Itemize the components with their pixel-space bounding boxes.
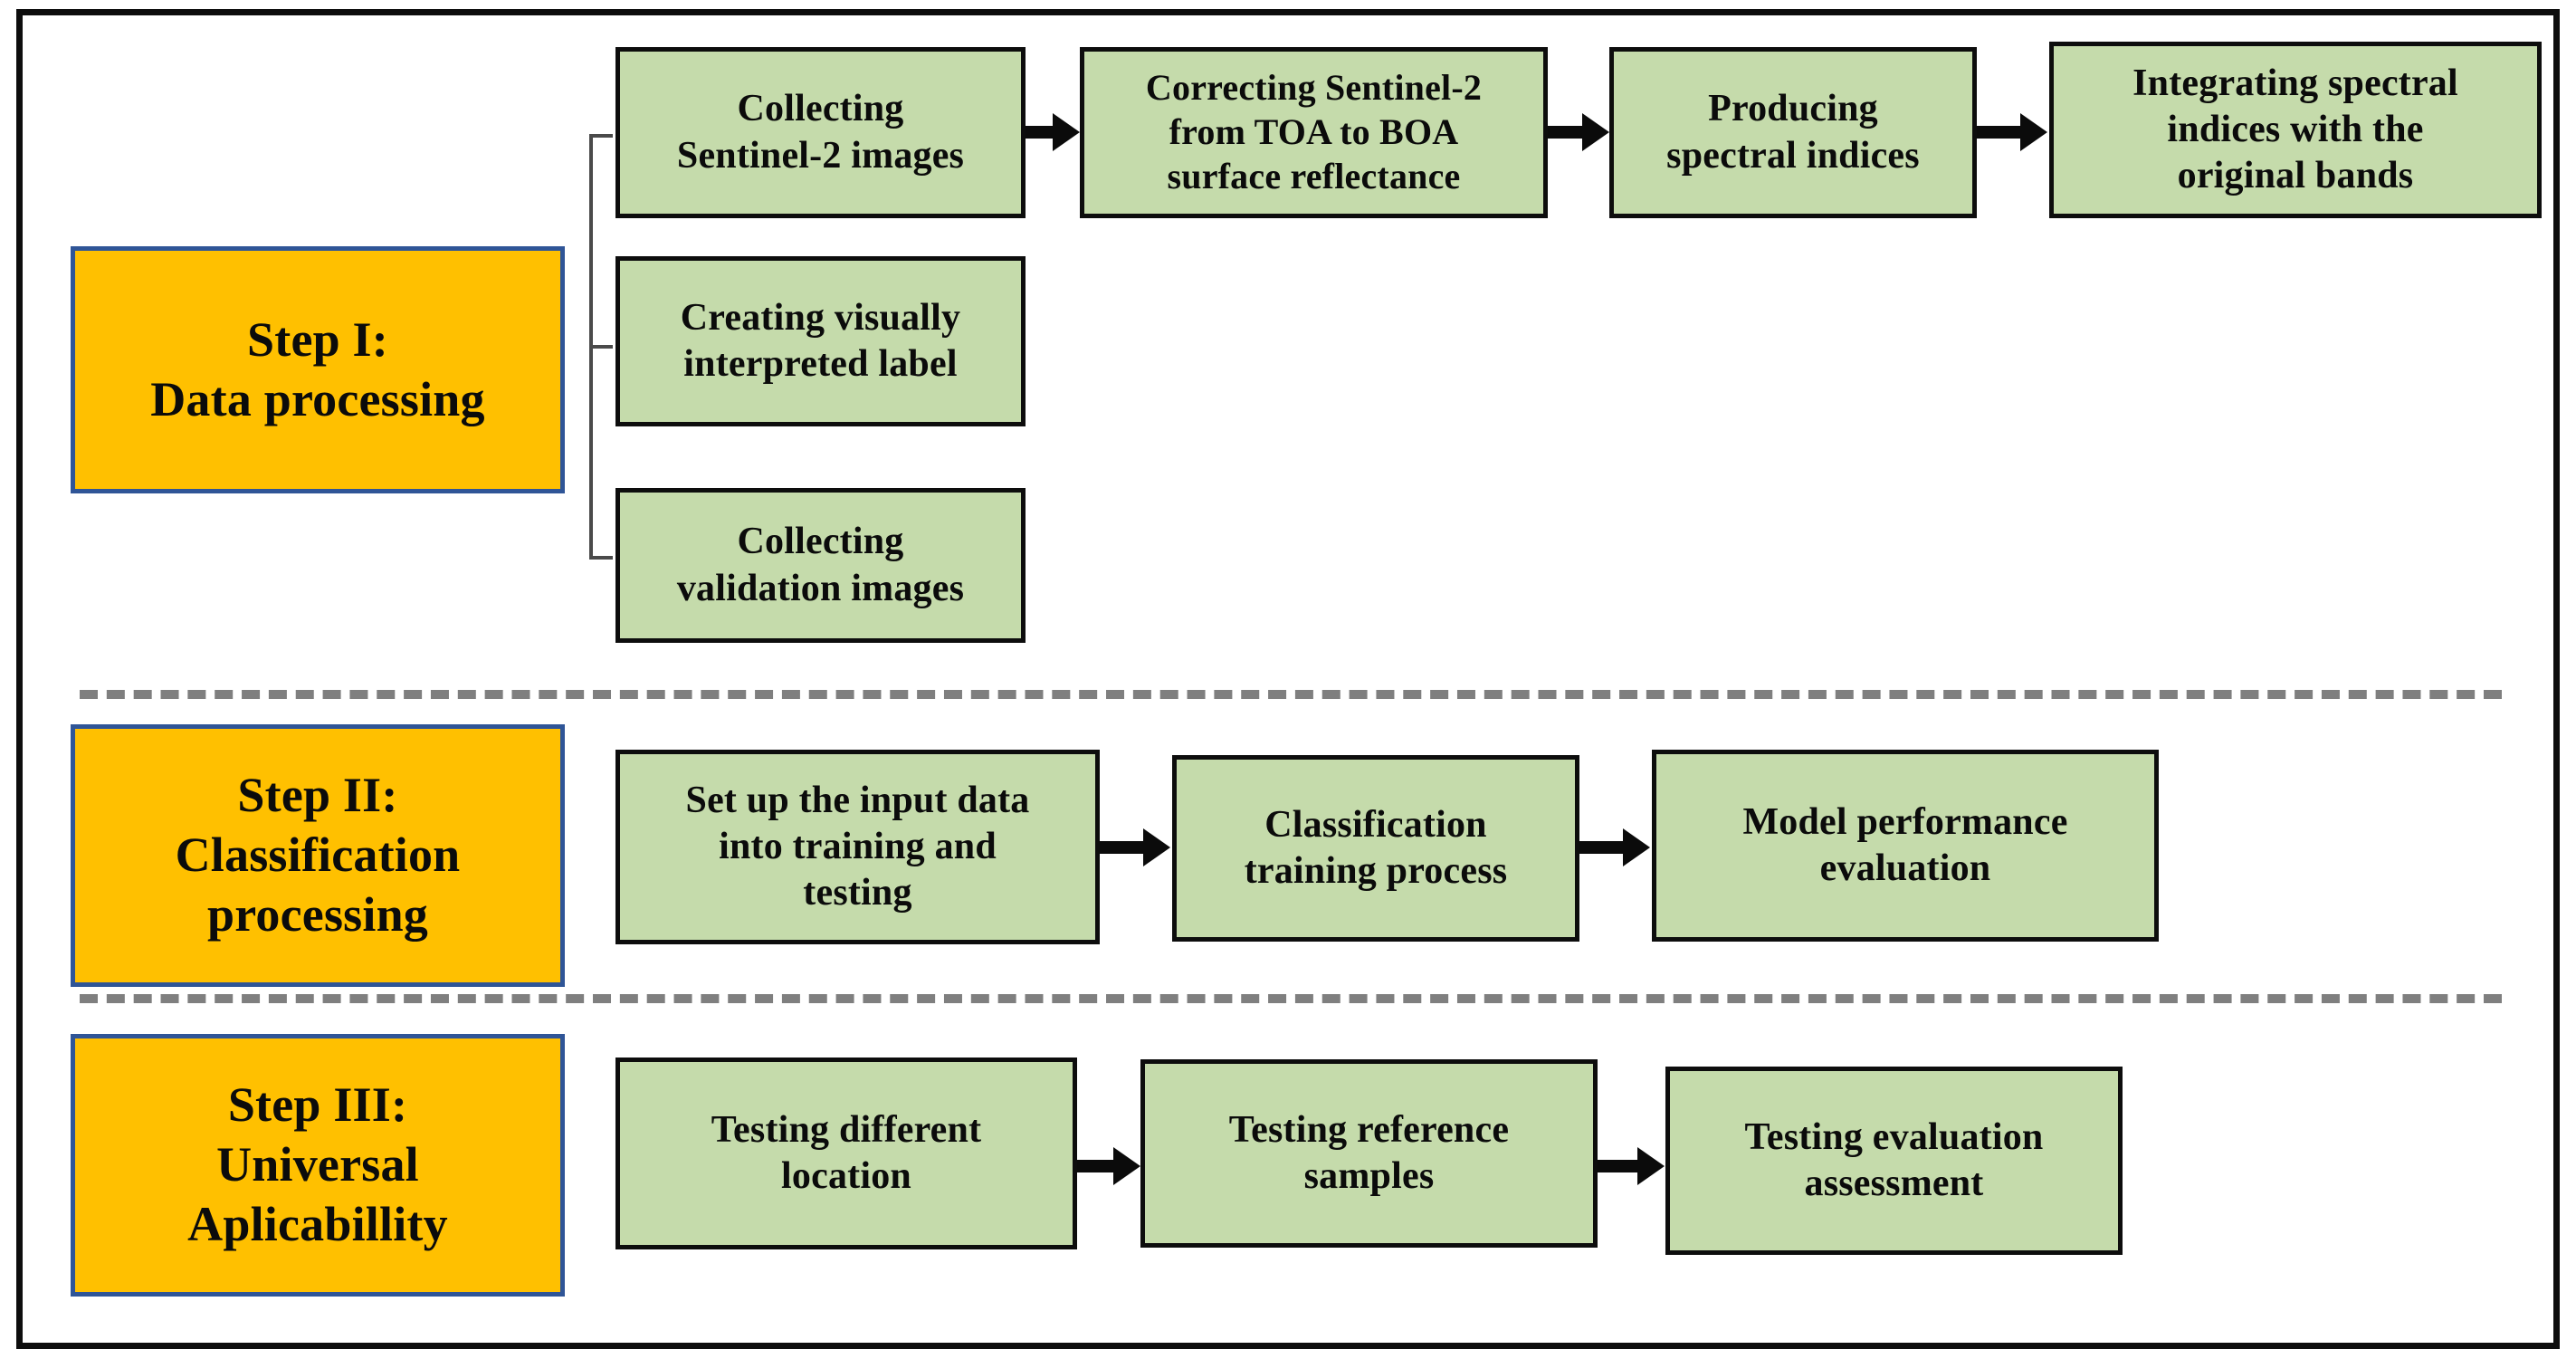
- node-label: Collecting Sentinel-2 images: [676, 88, 965, 177]
- node-label: Collecting validation images: [676, 521, 965, 609]
- node-label: Set up the input data into training and …: [685, 779, 1030, 914]
- node-label: Model performance evaluation: [1742, 800, 2068, 889]
- divider-step-2-step-3: [80, 994, 2502, 1003]
- node-label: Testing different location: [711, 1108, 982, 1197]
- node-testing-evaluation-assessment[interactable]: Testing evaluation assessment: [1665, 1067, 2123, 1255]
- step-1-bracket: [589, 134, 613, 560]
- step-3-label-box[interactable]: Step III: Universal Aplicabillity: [71, 1034, 565, 1297]
- bracket-stub-top: [589, 134, 613, 138]
- diagram-frame: [16, 9, 2560, 1349]
- node-testing-different-location[interactable]: Testing different location: [615, 1058, 1077, 1249]
- node-set-up-input-data[interactable]: Set up the input data into training and …: [615, 750, 1100, 944]
- divider-step-1-step-2: [80, 690, 2502, 699]
- node-label: Classification training process: [1244, 803, 1508, 892]
- step-1-label-box[interactable]: Step I: Data processing: [71, 246, 565, 493]
- node-label: Correcting Sentinel-2 from TOA to BOA su…: [1145, 67, 1483, 196]
- node-integrating-spectral-indices[interactable]: Integrating spectral indices with the or…: [2049, 42, 2542, 218]
- node-testing-reference-samples[interactable]: Testing reference samples: [1140, 1059, 1598, 1248]
- step-2-label-text: Step II: Classification processing: [175, 768, 461, 942]
- step-1-label-text: Step I: Data processing: [150, 311, 485, 426]
- node-classification-training-process[interactable]: Classification training process: [1172, 755, 1579, 942]
- node-correcting-sentinel-2-toa-boa[interactable]: Correcting Sentinel-2 from TOA to BOA su…: [1080, 47, 1548, 218]
- node-producing-spectral-indices[interactable]: Producing spectral indices: [1609, 47, 1977, 218]
- step-2-label-box[interactable]: Step II: Classification processing: [71, 724, 565, 987]
- bracket-stub-bottom: [589, 556, 613, 560]
- node-label: Creating visually interpreted label: [680, 296, 961, 385]
- node-label: Testing evaluation assessment: [1744, 1115, 2044, 1204]
- node-collecting-validation-images[interactable]: Collecting validation images: [615, 488, 1026, 643]
- node-label: Testing reference samples: [1228, 1108, 1510, 1197]
- step-3-label-text: Step III: Universal Aplicabillity: [187, 1077, 448, 1251]
- node-label: Producing spectral indices: [1666, 88, 1920, 177]
- node-label: Integrating spectral indices with the or…: [2132, 62, 2458, 197]
- node-collecting-sentinel-2-images[interactable]: Collecting Sentinel-2 images: [615, 47, 1026, 218]
- bracket-stub-middle: [589, 345, 613, 349]
- node-model-performance-evaluation[interactable]: Model performance evaluation: [1652, 750, 2159, 942]
- node-creating-visually-interpreted-label[interactable]: Creating visually interpreted label: [615, 256, 1026, 426]
